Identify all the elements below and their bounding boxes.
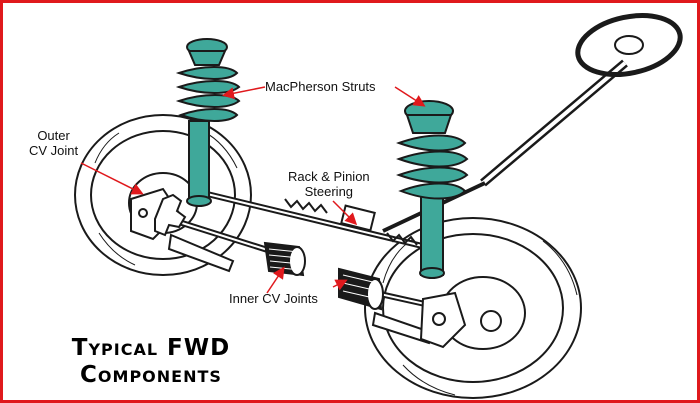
control-arms [167,233,435,345]
diagram-title: Typical FWD Components [51,335,251,389]
label-text: MacPherson Struts [265,79,376,94]
label-text: Inner CV Joints [229,291,318,306]
inner-cv-joint-left [263,241,306,277]
label-inner-cv-joints: Inner CV Joints [229,291,318,306]
macpherson-strut-right [396,100,469,279]
label-rack-pinion-steering: Rack & Pinion Steering [288,169,370,199]
outer-cv-joint [130,187,187,241]
inner-cv-joint-right [338,267,384,311]
suspension-illustration [74,13,683,399]
label-macpherson-struts: MacPherson Struts [265,79,376,94]
label-text-line2: CV Joint [29,143,79,158]
label-text-line2: Steering [304,184,354,199]
label-text-line1: Rack & Pinion [288,169,370,184]
title-line2: Components [80,362,222,388]
rack-and-pinion [202,190,444,254]
label-outer-cv-joint: Outer CV Joint [29,128,78,158]
right-hub [419,291,467,349]
leader-lines [80,86,426,294]
macpherson-strut-left [175,38,241,207]
title-line1: Typical FWD [71,335,231,361]
label-text-line1: Outer [37,128,70,143]
right-wheel [364,217,582,399]
